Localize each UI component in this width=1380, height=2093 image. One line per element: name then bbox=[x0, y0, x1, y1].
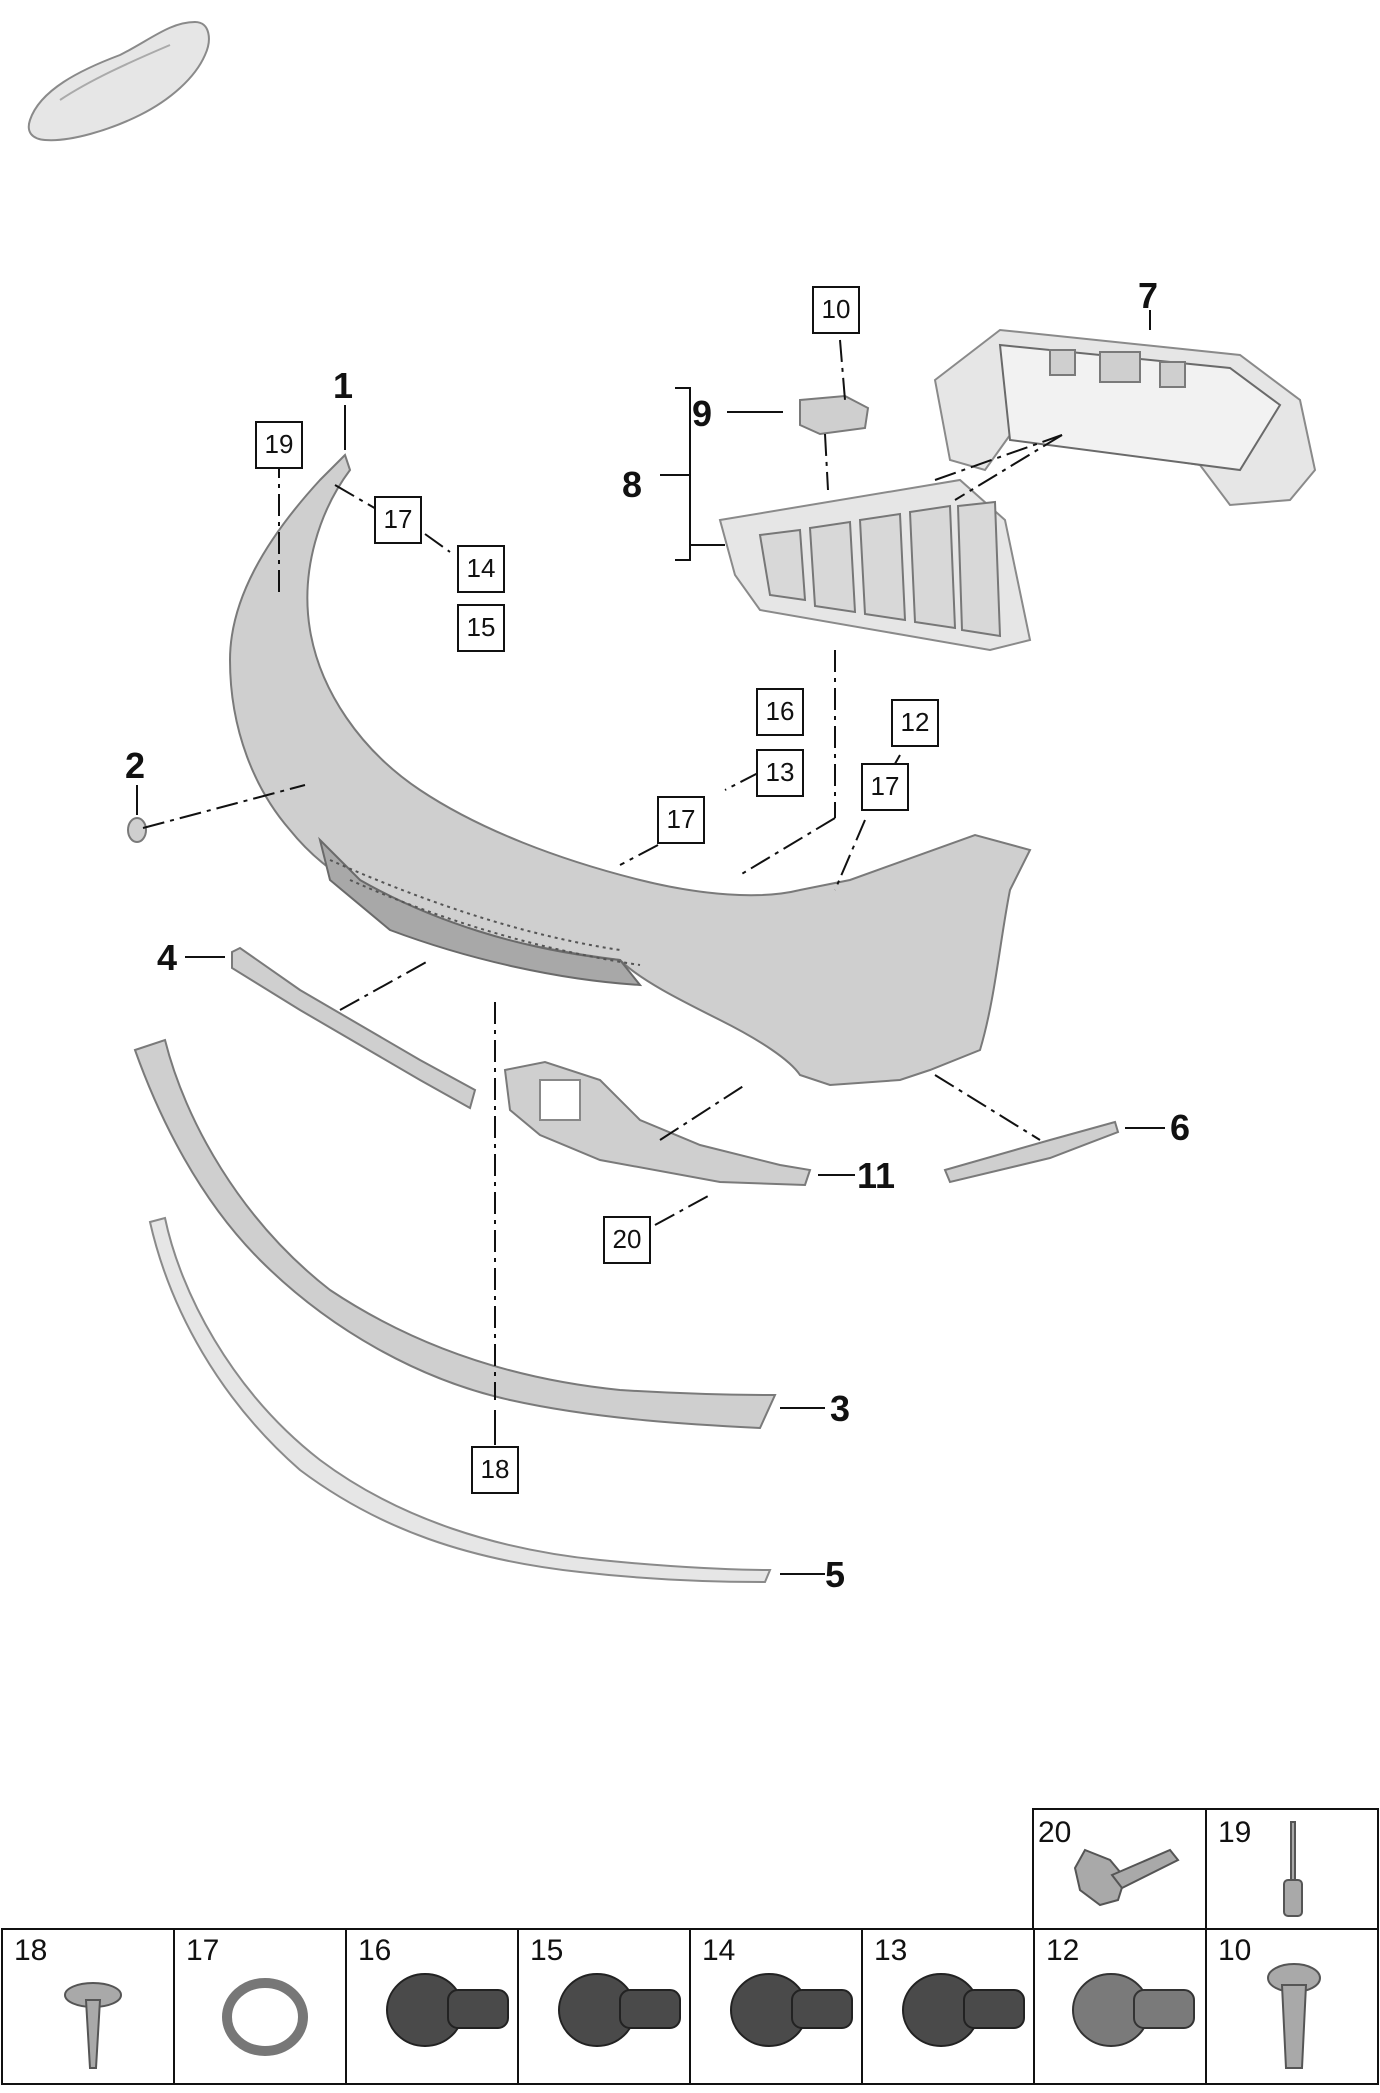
callout-box-15: 15 bbox=[467, 612, 496, 642]
callout-box-17a: 17 bbox=[384, 504, 413, 534]
dash-dot-lines bbox=[142, 339, 1063, 1445]
callout-7: 7 bbox=[1138, 275, 1158, 316]
bolt-icon bbox=[64, 1982, 122, 2069]
ring-icon bbox=[222, 1978, 308, 2056]
callout-2: 2 bbox=[125, 745, 145, 786]
cell-label-17: 17 bbox=[186, 1934, 219, 1967]
cell-label-19: 19 bbox=[1218, 1816, 1251, 1849]
callout-11: 11 bbox=[857, 1155, 895, 1196]
callout-5: 5 bbox=[825, 1554, 845, 1595]
callout-box-17c: 17 bbox=[871, 771, 900, 801]
cell-label-18: 18 bbox=[14, 1934, 47, 1967]
callout-box-18: 18 bbox=[481, 1454, 510, 1484]
callout-1: 1 bbox=[333, 365, 353, 406]
leader-lines bbox=[136, 310, 1165, 1575]
part-3-spoiler bbox=[133, 1038, 777, 1430]
part-4-trim bbox=[231, 946, 477, 1110]
part-1-bumper-cover bbox=[228, 453, 1032, 1087]
cell-label-10: 10 bbox=[1218, 1934, 1251, 1967]
callout-box-20: 20 bbox=[613, 1224, 642, 1254]
cell-label-15: 15 bbox=[530, 1934, 563, 1967]
sensor-icon bbox=[730, 1973, 853, 2047]
bold-callouts: 1 2 3 4 5 6 7 8 9 11 bbox=[125, 275, 1190, 1595]
part-9-actuator bbox=[799, 394, 870, 436]
part-6-trim bbox=[943, 1120, 1120, 1184]
callout-8: 8 bbox=[622, 464, 642, 505]
part-7-frame bbox=[933, 328, 1317, 507]
cell-label-12: 12 bbox=[1046, 1934, 1079, 1967]
part-5-strip bbox=[148, 1216, 772, 1584]
callout-box-10: 10 bbox=[822, 294, 851, 324]
cell-label-20: 20 bbox=[1038, 1816, 1071, 1849]
part-2-plug bbox=[127, 817, 147, 843]
part-8-grille bbox=[718, 478, 1032, 652]
screw-icon bbox=[1267, 1963, 1321, 2069]
parts-table: 20 19 18 17 16 15 14 13 12 10 bbox=[1, 1808, 1379, 2085]
callout-box-13: 13 bbox=[766, 757, 795, 787]
cell-label-13: 13 bbox=[874, 1934, 907, 1967]
rivet-icon bbox=[1283, 1821, 1303, 1917]
callout-box-12: 12 bbox=[901, 707, 930, 737]
callout-6: 6 bbox=[1170, 1107, 1190, 1148]
cell-label-16: 16 bbox=[358, 1934, 391, 1967]
cell-label-14: 14 bbox=[702, 1934, 735, 1967]
sensor-icon bbox=[902, 1973, 1025, 2047]
sensor-icon bbox=[386, 1973, 509, 2047]
callout-9: 9 bbox=[692, 393, 712, 434]
callout-box-17b: 17 bbox=[667, 804, 696, 834]
screw-icon bbox=[1073, 1848, 1180, 1907]
part-11-side-vent bbox=[503, 1060, 812, 1187]
car-silhouette-icon bbox=[27, 20, 210, 142]
callout-box-16: 16 bbox=[766, 696, 795, 726]
callout-box-14: 14 bbox=[467, 553, 496, 583]
callout-4: 4 bbox=[157, 937, 177, 978]
sensor-icon bbox=[558, 1973, 681, 2047]
callout-box-19: 19 bbox=[265, 429, 294, 459]
boxed-callouts: 10 12 13 14 15 16 17 17 17 18 19 20 bbox=[255, 286, 939, 1494]
sensor-icon bbox=[1072, 1973, 1195, 2047]
callout-3: 3 bbox=[830, 1388, 850, 1429]
